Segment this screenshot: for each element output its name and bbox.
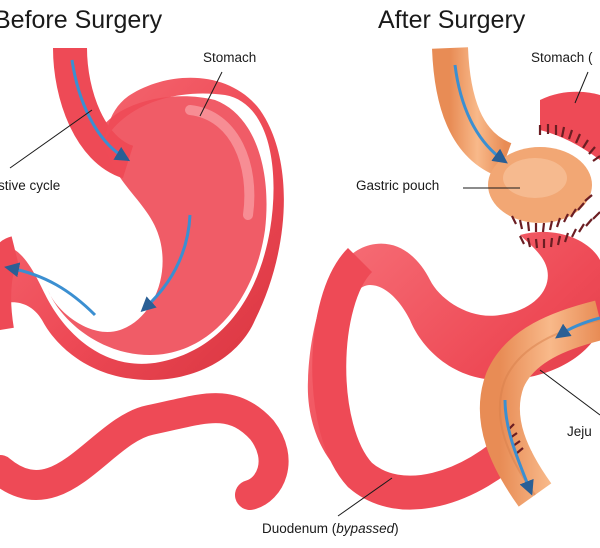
jejunum-label: Jeju <box>567 424 592 439</box>
duodenum-label-bypassed: bypassed <box>336 521 395 536</box>
jejunum-leader <box>539 369 600 416</box>
duodenum-label-close: ) <box>394 521 399 536</box>
duodenum-label-main: Duodenum ( <box>262 521 337 536</box>
before-digestive-leader <box>9 109 93 169</box>
before-stomach-label: Stomach <box>203 50 257 65</box>
pouch-staple-line <box>507 124 600 454</box>
before-flow-arrow-outlet <box>4 262 97 317</box>
before-stomach-leader <box>199 71 223 117</box>
before-surgery-title: Before Surgery <box>0 6 163 34</box>
after-stomach-remnant <box>307 231 600 501</box>
after-stomach-leader <box>574 71 589 104</box>
after-stomach-label: Stomach ( <box>531 50 593 65</box>
before-small-intestine <box>0 393 289 510</box>
before-stomach-body <box>0 77 284 380</box>
after-surgery-title: After Surgery <box>378 6 526 34</box>
after-duodenum <box>312 247 533 510</box>
before-digestive-cycle-label: stive cycle <box>0 178 61 193</box>
before-flow-arrow-stomach <box>140 214 192 313</box>
before-duodenum <box>0 236 22 330</box>
after-flow-arrow-jejunum <box>555 316 600 339</box>
duodenum-label: Duodenum (bypassed) <box>262 521 399 536</box>
gastric-pouch-label: Gastric pouch <box>356 178 440 193</box>
before-surgery-illustration <box>0 47 289 510</box>
before-flow-arrow-esophagus <box>70 59 131 162</box>
after-surgery-illustration <box>307 47 600 517</box>
after-flow-arrow-esophagus <box>453 64 508 164</box>
duodenum-leader <box>337 477 393 517</box>
after-esophagus <box>432 47 513 177</box>
after-flow-arrow-lower <box>503 399 534 496</box>
